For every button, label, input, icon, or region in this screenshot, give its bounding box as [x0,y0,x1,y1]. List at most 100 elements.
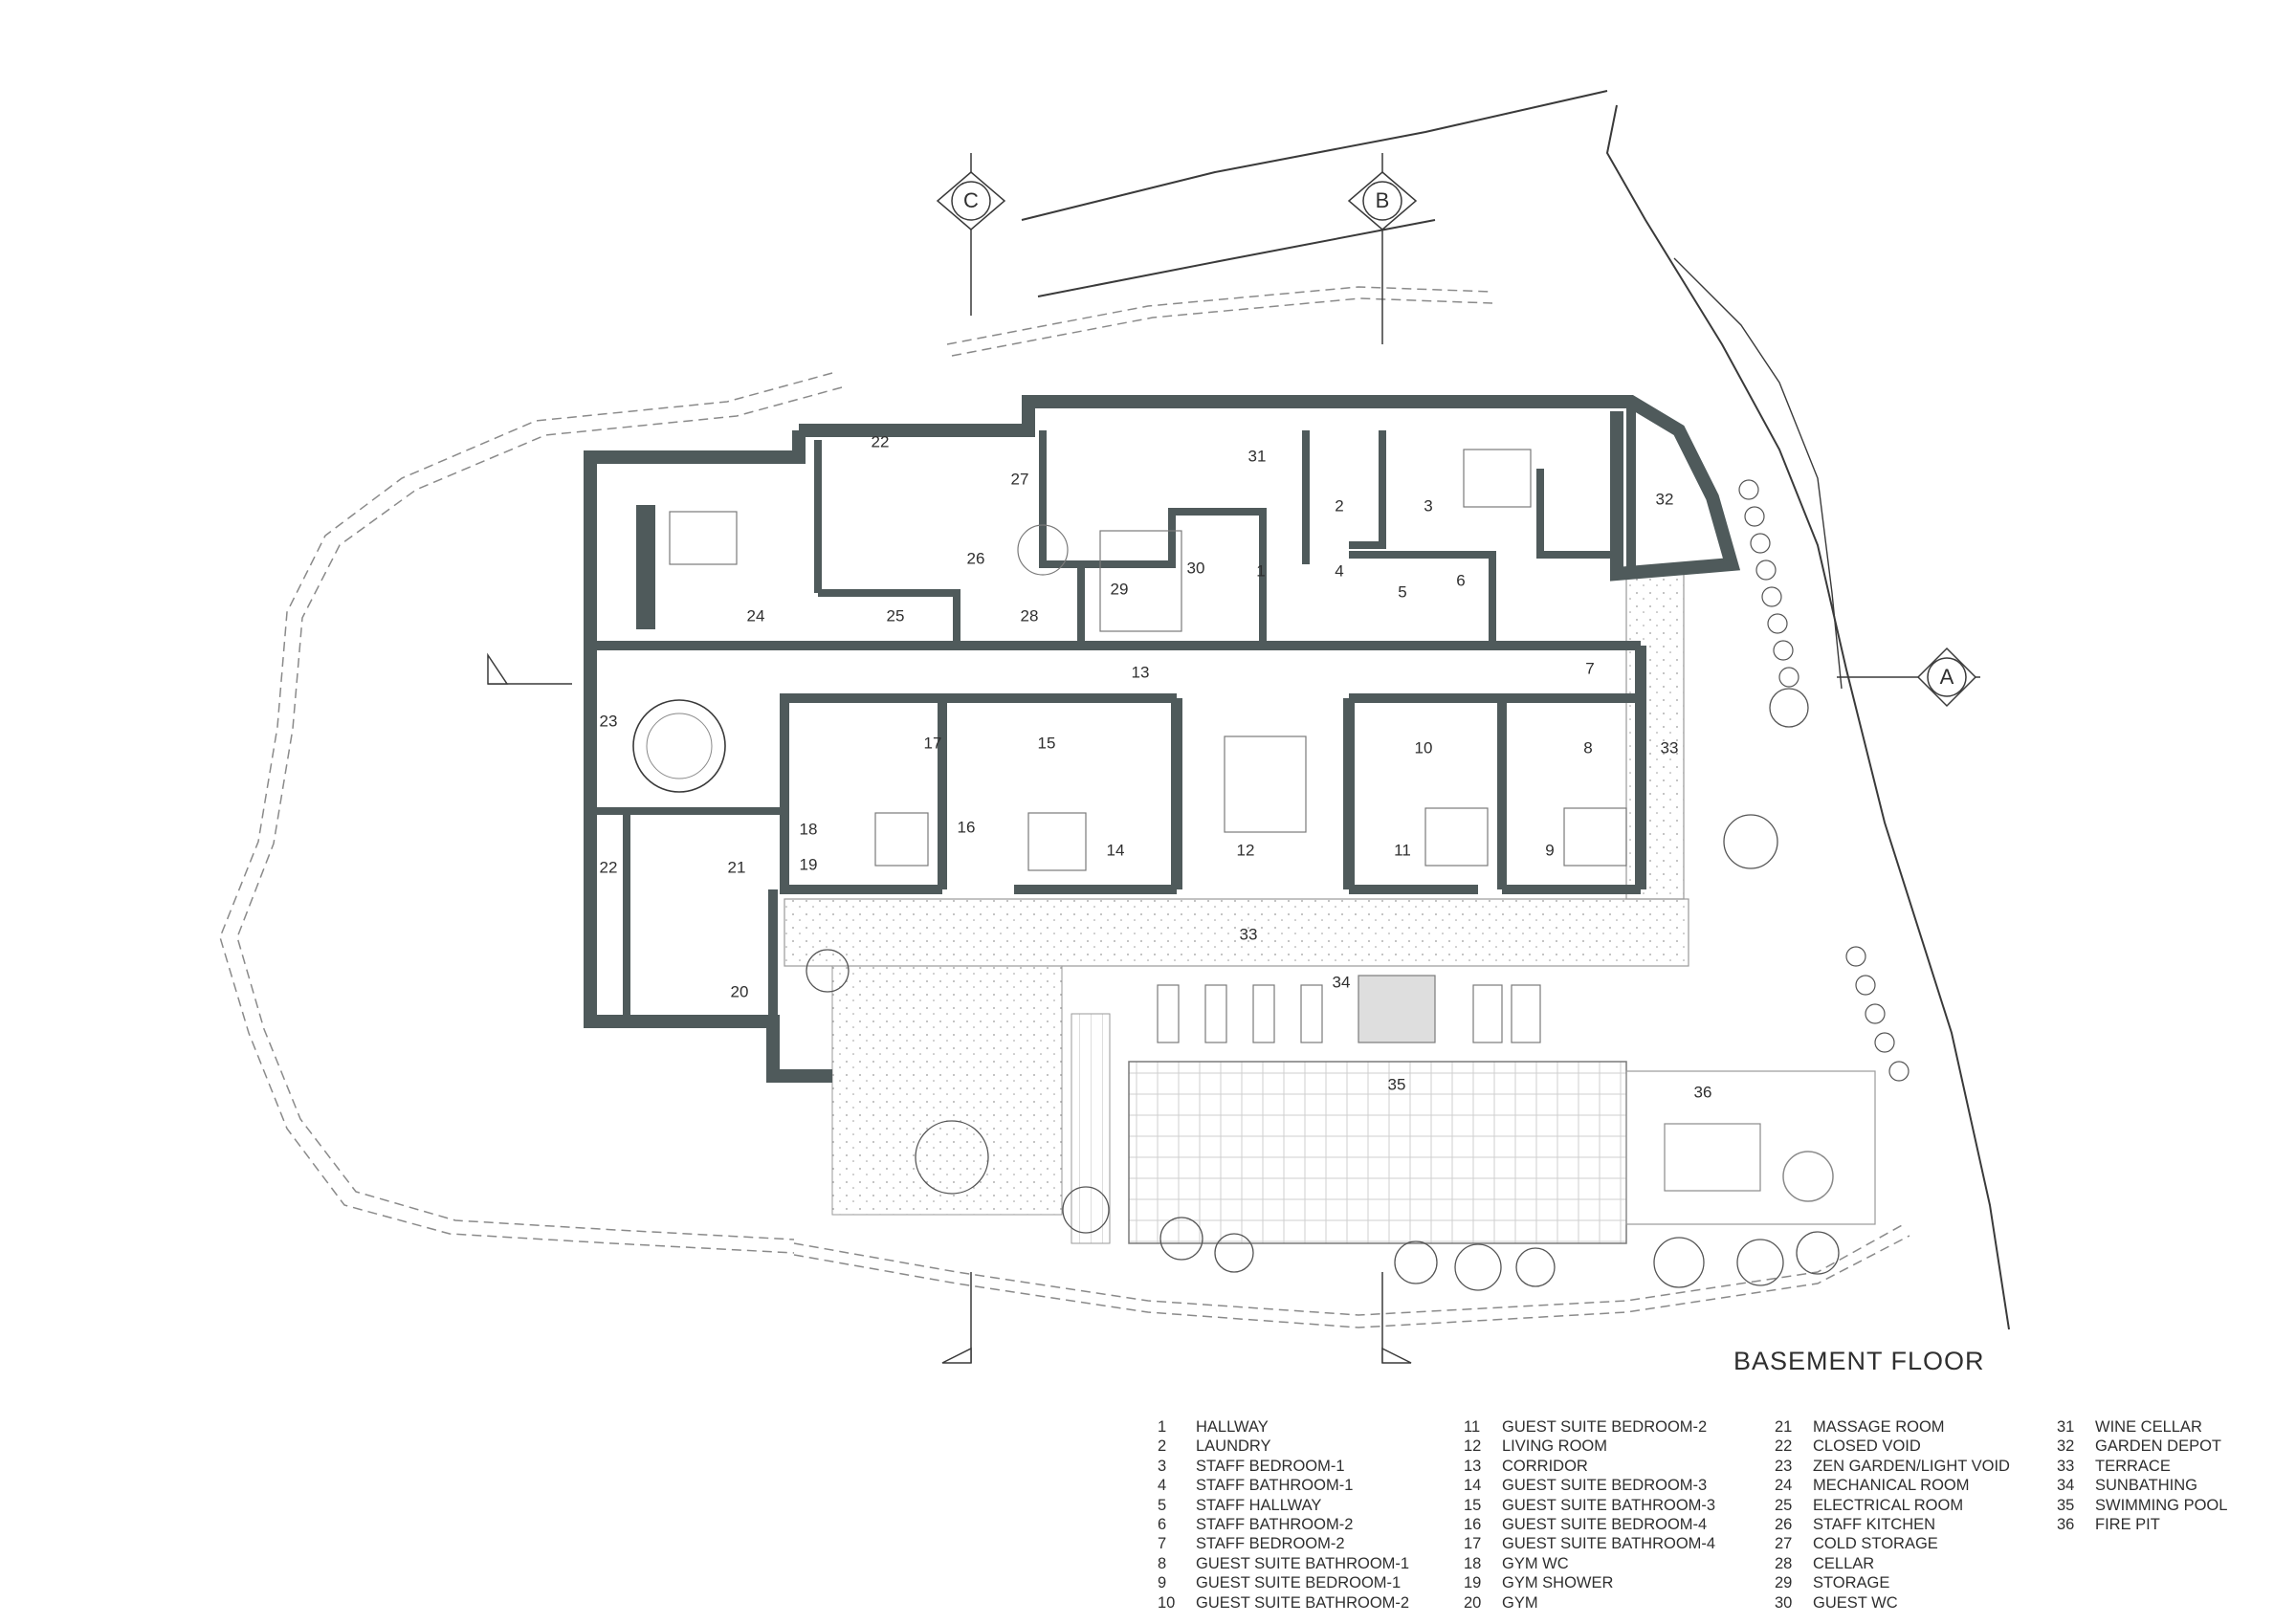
fire-pit-circle [1782,1151,1834,1202]
plan-label: 29 [1111,580,1129,598]
legend-number: 4 [1158,1477,1167,1495]
legend-number: 18 [1464,1554,1482,1572]
west-outer-wall [584,430,832,1083]
contour-east [1673,257,1843,690]
plan-label: 27 [1011,470,1029,488]
garden-depot-wall [1626,402,1733,580]
legend-room-name: LIVING ROOM [1502,1437,1608,1456]
stone-perimeter-wall [219,286,1910,1328]
plan-label: 25 [887,606,905,625]
mech-equipment [669,511,738,565]
legend-room-name: STORAGE [1813,1574,1890,1592]
legend-room-name: STAFF BATHROOM-2 [1196,1515,1354,1533]
outdoor-surfaces [784,573,1876,1244]
legend-room-name: MECHANICAL ROOM [1813,1477,1970,1495]
legend-room-name: STAFF HALLWAY [1196,1496,1322,1514]
bed-16 [874,812,929,867]
legend-number: 20 [1464,1593,1482,1612]
section-marker-A: A [487,647,1980,708]
plan-label: 5 [1398,582,1406,601]
living-sofa-set [1224,735,1307,833]
plan-label: 6 [1456,571,1465,589]
plan-label: 33 [1240,925,1258,943]
legend-number: 17 [1464,1535,1482,1553]
legend-room-name: CLOSED VOID [1813,1437,1921,1456]
legend-room-name: GYM [1502,1593,1538,1612]
legend-number: 26 [1775,1515,1793,1533]
legend-number: 3 [1158,1457,1167,1475]
shrubs-east [1738,479,1910,1082]
plan-label: 4 [1335,561,1343,580]
legend-room-name: WINE CELLAR [2095,1418,2202,1436]
plan-label: 12 [1237,841,1255,859]
legend-room-name: GUEST SUITE BATHROOM-4 [1502,1535,1716,1553]
legend-number: 25 [1775,1496,1793,1514]
section-marker-B: B [1347,153,1418,1364]
legend-room-name: CELLAR [1813,1554,1875,1572]
plan-label: 36 [1694,1083,1712,1101]
section-b-label: B [1376,188,1390,212]
plan-label: 16 [958,818,976,836]
room-number-labels: 1 2 3 4 5 6 7 8 9 10 11 12 13 14 15 16 1… [600,432,1712,1101]
legend-number: 34 [2057,1477,2075,1495]
zen-garden-tree [632,699,726,793]
plan-label: 7 [1585,659,1594,677]
legend-room-name: GYM WC [1502,1554,1569,1572]
plan-label: 15 [1038,734,1056,752]
legend-item: 6 STAFF BATHROOM-2 [1158,1515,1409,1534]
interior-furniture [669,449,1627,871]
legend-room-name: GUEST SUITE BATHROOM-2 [1196,1593,1410,1612]
plan-label: 31 [1248,447,1267,465]
plan-label: 13 [1132,663,1150,681]
plan-label: 22 [600,858,618,876]
legend-room-name: GUEST WC [1813,1593,1898,1612]
legend-number: 27 [1775,1535,1793,1553]
legend-number: 6 [1158,1515,1167,1533]
site-boundary-east [1605,104,2010,1330]
legend-number: 12 [1464,1437,1482,1456]
kitchen-east-wall [1039,430,1085,646]
fire-pit-area [1625,1070,1876,1225]
legend-number: 16 [1464,1515,1482,1533]
plan-label: 34 [1333,973,1351,991]
plan-label: 10 [1415,738,1433,757]
section-c-label: C [963,188,979,212]
legend-number: 8 [1158,1554,1167,1572]
legend-room-name: HALLWAY [1196,1418,1269,1436]
plan-label: 9 [1545,841,1554,859]
legend-number: 30 [1775,1593,1793,1612]
legend-number: 23 [1775,1457,1793,1475]
plan-label: 8 [1583,738,1592,757]
plan-label: 11 [1394,841,1411,859]
legend-room-name: CORRIDOR [1502,1457,1588,1475]
plan-label: 22 [872,432,890,450]
legend-room-name: LAUNDRY [1196,1437,1271,1456]
terrace-33-south [784,898,1689,967]
plan-label: 35 [1388,1075,1406,1093]
legend-number: 9 [1158,1574,1167,1592]
legend-room-name: FIRE PIT [2095,1515,2160,1533]
plan-label: 30 [1187,559,1205,577]
legend-number: 21 [1775,1418,1793,1436]
legend-room-name: ZEN GARDEN/LIGHT VOID [1813,1457,2010,1475]
legend-item: 12 LIVING ROOM [1464,1437,1715,1456]
legend-number: 31 [2057,1418,2075,1436]
storage-wall [1081,508,1267,646]
plan-label: 2 [1335,496,1343,515]
site-terrain [1021,90,2010,1330]
legend-item: 31 WINE CELLAR [2057,1417,2227,1437]
zen-garden-tree-inner [646,713,713,779]
staff-bedroom-2-wall [1536,469,1617,559]
